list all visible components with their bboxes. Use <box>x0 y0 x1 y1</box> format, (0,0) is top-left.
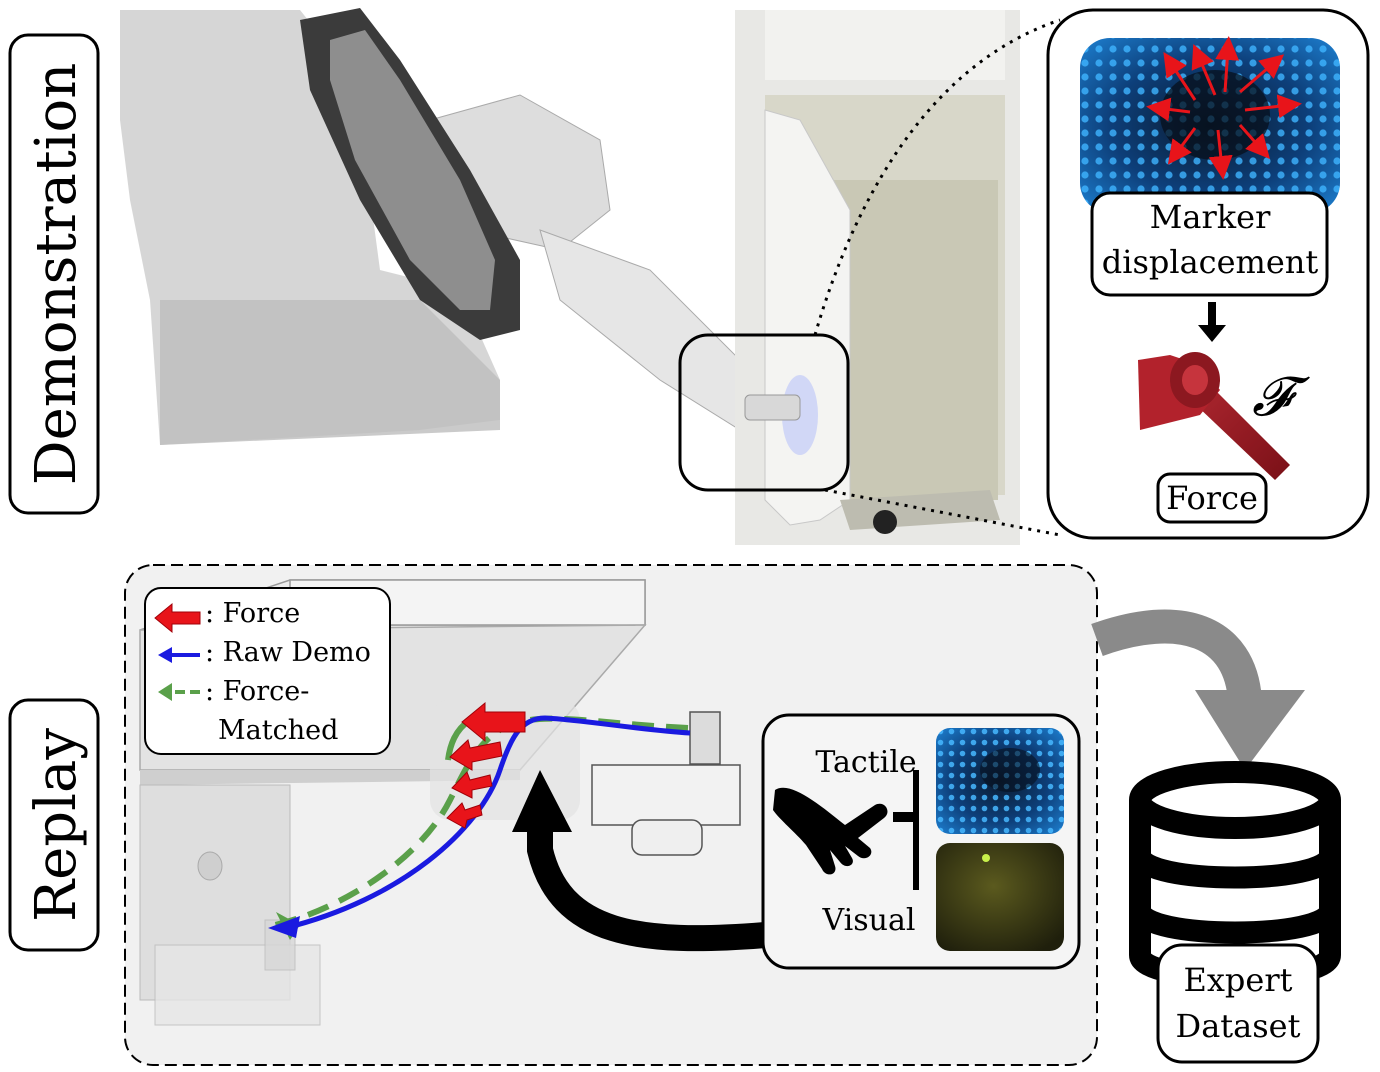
visual-observation-image <box>936 843 1064 951</box>
dataset-label-box <box>1156 943 1320 1064</box>
zoom-connector-bottom <box>824 488 1061 537</box>
touch-hand-icon <box>773 787 888 875</box>
replay-label-box <box>8 698 100 952</box>
dataset-label-line2: Dataset <box>1176 1007 1301 1045</box>
force-vector-icon <box>1138 352 1290 480</box>
legend-force-icon <box>154 602 201 634</box>
down-arrow-icon <box>1198 302 1226 342</box>
sensor-surface-icon <box>913 770 919 890</box>
demonstration-label-box <box>8 33 100 515</box>
marker-displacement-arrows <box>1146 36 1302 180</box>
legend-raw-demo-label: : Raw Demo <box>205 637 371 668</box>
force-label: Force <box>1166 479 1258 517</box>
dataset-label-line1: Expert <box>1184 961 1293 999</box>
marker-label-line2: displacement <box>1102 243 1319 281</box>
feedback-arrow <box>527 810 767 952</box>
visual-label: Visual <box>822 903 916 938</box>
legend: : Force : Raw Demo : Force- Matched <box>144 587 391 755</box>
zoom-box <box>678 333 850 492</box>
dataset-arrow <box>1091 609 1262 702</box>
raw-demo-arrowhead <box>268 916 300 938</box>
raw-demo-trajectory <box>284 715 691 931</box>
feedback-arrowhead <box>512 770 572 832</box>
legend-force-matched-label-2: Matched <box>218 715 338 746</box>
zoom-connector-top <box>813 18 1061 336</box>
legend-force-label: : Force <box>205 598 300 629</box>
replay-label: Replay <box>24 728 89 922</box>
demonstration-label: Demonstration <box>24 63 89 486</box>
sensor-panel: Marker displacement 𝓕 Force <box>1046 8 1370 540</box>
force-arrows <box>446 701 526 829</box>
sensor-pad-icon <box>893 812 913 822</box>
demonstration-photo <box>120 8 1020 545</box>
dataset-arrowhead <box>1195 690 1305 770</box>
observation-panel: Tactile Visual <box>761 713 1081 970</box>
marker-label-line1: Marker <box>1150 198 1271 236</box>
legend-force-matched-label-1: : Force- <box>205 676 309 707</box>
tactile-label: Tactile <box>815 745 916 780</box>
